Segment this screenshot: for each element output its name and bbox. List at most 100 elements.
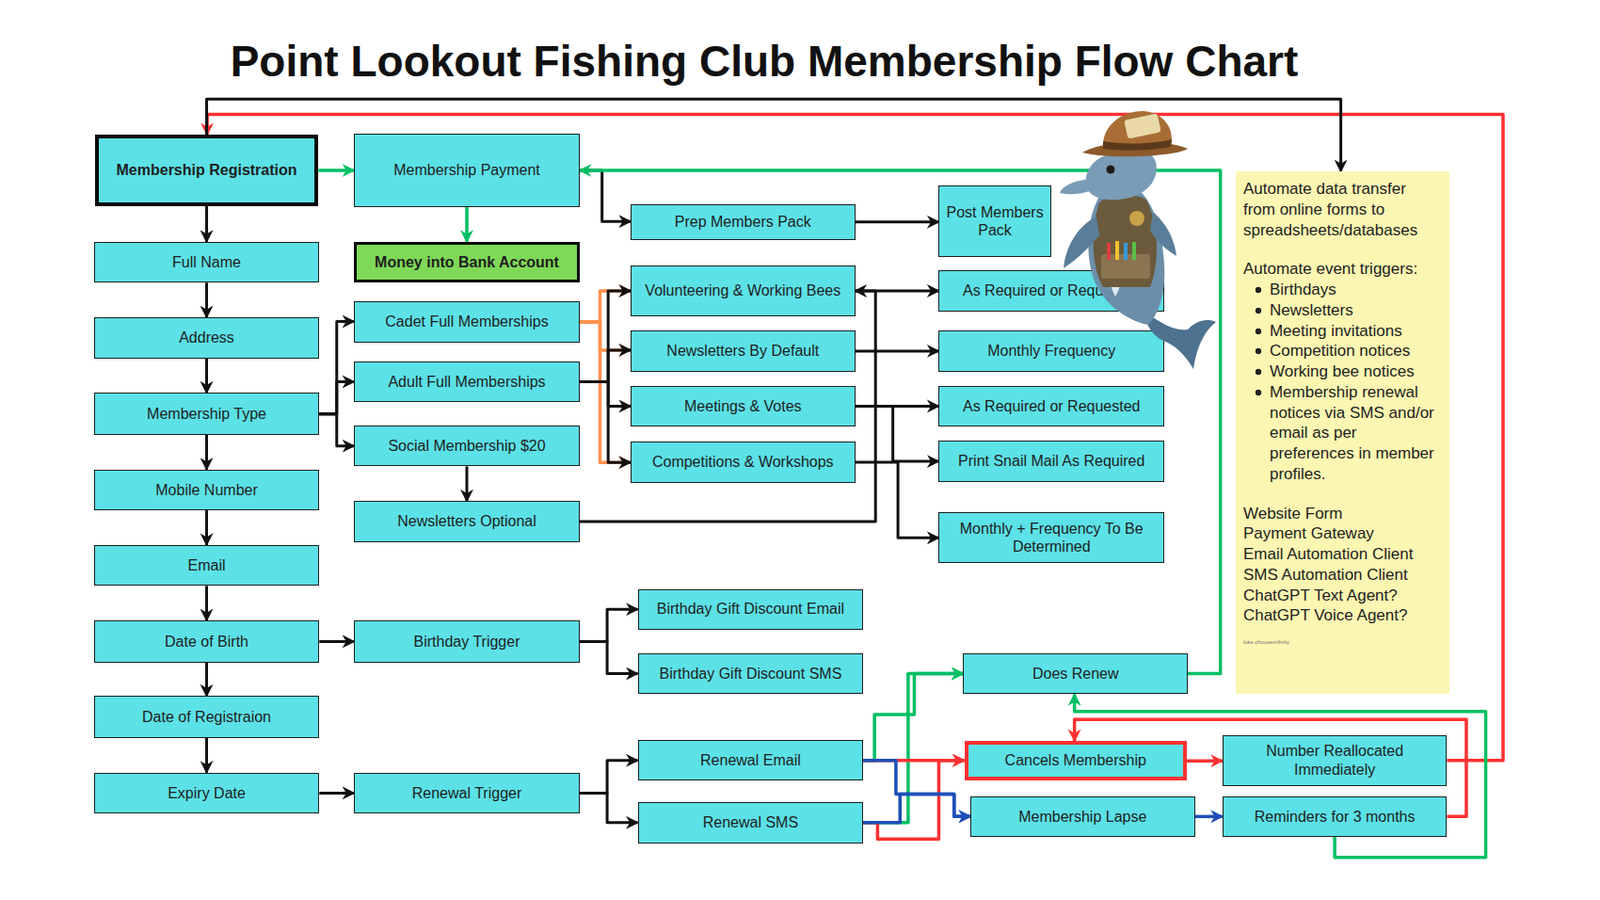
flow-connector	[205, 662, 208, 697]
note-text: Website Form	[1243, 503, 1442, 525]
vest-badge	[1129, 210, 1145, 226]
note-panel: Automate data transfer from online forms…	[1235, 171, 1450, 694]
process-box: Date of Registraion	[94, 695, 320, 737]
flow-connector	[205, 358, 208, 394]
pocket-tool	[1123, 242, 1128, 260]
flow-connector	[579, 290, 631, 322]
flow-connector	[579, 381, 631, 463]
process-box: Does Renew	[962, 653, 1188, 694]
dolphin-head	[1086, 147, 1157, 200]
flow-connector	[579, 321, 631, 351]
flow-connector	[205, 737, 208, 773]
diagram-title: Point Lookout Fishing Club Membership Fl…	[188, 35, 1341, 87]
pocket-tool	[1115, 240, 1120, 260]
node-label: Post Members Pack	[942, 203, 1047, 240]
node-label: Membership Lapse	[1018, 807, 1147, 827]
node-label: Competitions & Workshops	[652, 452, 834, 472]
note-text: Meeting invitations	[1243, 320, 1442, 342]
flow-connector	[863, 760, 964, 839]
flow-connector	[205, 585, 208, 621]
flow-connector	[579, 290, 876, 522]
process-box: As Required or Requested	[938, 385, 1165, 427]
node-label: Mobile Number	[155, 480, 257, 500]
note-text: Automate event triggers:	[1243, 258, 1442, 280]
note-text: luke.chooseinfinity	[1243, 639, 1442, 645]
flow-connector	[863, 673, 963, 761]
pocket-tool	[1132, 241, 1136, 260]
process-box: Renewal SMS	[638, 801, 864, 843]
note-text: Email Automation Client	[1243, 544, 1442, 565]
node-label: Newsletters By Default	[666, 341, 819, 361]
process-box: Date of Birth	[94, 620, 320, 662]
process-box: Newsletters Optional	[353, 500, 580, 542]
process-box: Monthly Frequency	[938, 330, 1165, 371]
node-label: Email	[188, 556, 226, 576]
flow-connector	[855, 462, 940, 538]
flow-connector	[1195, 815, 1223, 819]
node-label: Reminders for 3 months	[1254, 807, 1416, 827]
node-label: Monthly + Frequency To Be Determined	[942, 519, 1161, 557]
flow-connector	[579, 321, 631, 463]
flow-connector	[863, 793, 971, 822]
flow-connector	[579, 350, 631, 383]
start-box: Membership Registration	[95, 134, 319, 207]
flow-connector	[319, 414, 354, 447]
hat-brim	[1082, 141, 1188, 157]
flow-connector	[205, 434, 208, 470]
node-label: Date of Registraion	[142, 707, 272, 727]
node-label: Social Membership $20	[387, 436, 545, 456]
flow-connector	[579, 170, 631, 222]
process-box: Renewal Trigger	[353, 772, 580, 814]
flow-connector	[465, 465, 469, 501]
flow-connector	[579, 170, 1221, 673]
process-box: Adult Full Memberships	[353, 361, 580, 402]
process-box: Cadet Full Memberships	[353, 301, 580, 343]
flow-connector	[319, 791, 354, 795]
process-box: Number Reallocated Immediately	[1222, 735, 1448, 786]
flow-connector	[855, 349, 940, 352]
node-label: Cancels Membership	[1005, 751, 1147, 770]
note-text: Competition notices	[1243, 340, 1442, 362]
flow-connector	[863, 673, 963, 823]
node-label: Newsletters Optional	[397, 512, 537, 531]
node-label: Print Snail Mail As Required	[958, 451, 1145, 471]
flow-connector	[579, 792, 639, 822]
node-label: Membership Payment	[393, 160, 541, 180]
node-label: Number Reallocated Immediately	[1226, 741, 1444, 779]
process-box: Newsletters By Default	[630, 330, 856, 371]
flow-connector	[205, 206, 208, 242]
node-label: Expiry Date	[167, 784, 246, 803]
node-label: Prep Members Pack	[674, 212, 812, 232]
node-label: As Required or Requested	[962, 397, 1141, 416]
process-box: Reminders for 3 months	[1222, 796, 1448, 837]
process-box: Email	[94, 544, 320, 586]
bank-box: Money into Bank Account	[353, 241, 580, 283]
process-box: Meetings & Votes	[630, 385, 856, 427]
flow-connector	[579, 640, 639, 673]
flow-connector	[319, 381, 354, 414]
flow-connector	[579, 381, 631, 406]
node-label: Full Name	[172, 253, 241, 272]
process-box: Competitions & Workshops	[630, 441, 856, 482]
process-box: Birthday Trigger	[353, 620, 580, 662]
process-box: Membership Payment	[353, 133, 580, 208]
hat-band	[1103, 139, 1172, 151]
node-label: Birthday Gift Discount SMS	[658, 664, 842, 684]
flow-connector	[319, 640, 354, 643]
note-text: Working bee notices	[1243, 361, 1442, 383]
note-text: ChatGPT Text Agent?	[1243, 585, 1442, 607]
note-text: ChatGPT Voice Agent?	[1243, 605, 1442, 626]
process-box: Social Membership $20	[353, 425, 580, 466]
process-box: Post Members Pack	[938, 185, 1051, 257]
hat-patch	[1123, 112, 1161, 139]
process-box: Full Name	[94, 241, 320, 283]
note-text: SMS Automation Client	[1243, 564, 1442, 586]
hat-crown	[1103, 111, 1172, 151]
node-label: Cadet Full Memberships	[384, 312, 548, 332]
flow-connector	[318, 168, 354, 173]
process-box: As Required or Requested	[938, 270, 1165, 311]
node-label: Membership Registration	[116, 160, 298, 180]
process-box: Monthly + Frequency To Be Determined	[938, 512, 1165, 563]
process-box: Membership Type	[94, 392, 320, 434]
